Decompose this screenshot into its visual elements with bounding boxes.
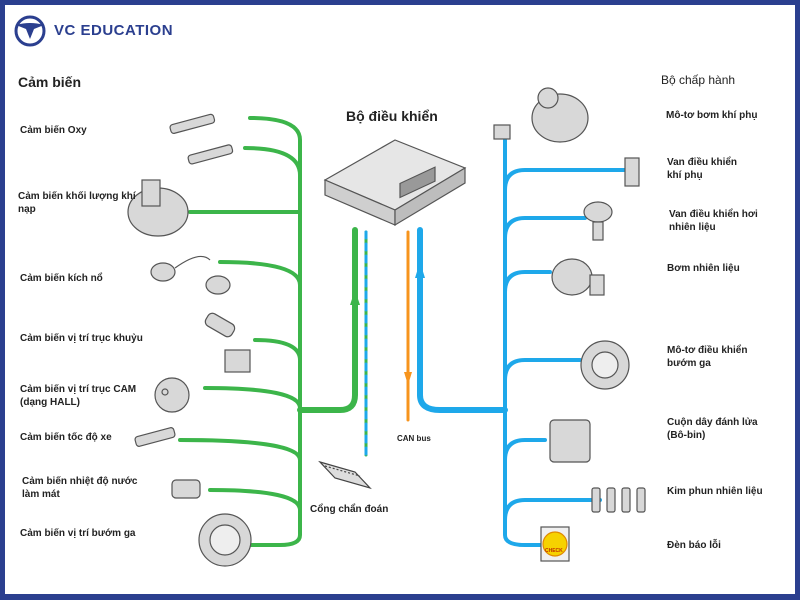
sensor-label: Cảm biến khối lượng khí nạp bbox=[18, 191, 136, 215]
ecu-icon bbox=[323, 139, 467, 227]
check-lamp-text: CHECK bbox=[545, 548, 563, 554]
sensor-label: Cảm biến Oxy bbox=[20, 125, 87, 136]
camshaft-sensor-icon bbox=[154, 377, 190, 413]
relay-icon bbox=[493, 124, 511, 140]
actuator-label: Van điều khiển hơi nhiên liệu bbox=[669, 209, 758, 233]
crankshaft-sensor-icon bbox=[204, 312, 251, 373]
sensor-label: Cảm biến vị trí trục CAM (dạng HALL) bbox=[20, 384, 137, 408]
mass-airflow-sensor-icon bbox=[127, 179, 189, 237]
ignition-coil-icon bbox=[549, 419, 591, 463]
actuator-label: Kim phun nhiên liệu bbox=[667, 486, 763, 497]
vehicle-speed-sensor-icon bbox=[134, 427, 176, 447]
oxygen-sensor-icon bbox=[169, 113, 234, 165]
knock-sensor-icon bbox=[150, 255, 231, 295]
sensor-label: Cảm biến vị trí trục khuỷu bbox=[20, 333, 143, 344]
evap-purge-valve-icon bbox=[583, 201, 613, 241]
brand-name: VC EDUCATION bbox=[54, 21, 174, 39]
actuators-title: Bộ chấp hành bbox=[661, 73, 736, 87]
sensors-title: Cảm biến bbox=[18, 74, 82, 90]
sensor-label: Cảm biến nhiệt độ nước làm mát bbox=[22, 476, 138, 500]
coolant-temperature-sensor-icon bbox=[171, 479, 201, 499]
diagnostic-port-icon bbox=[318, 460, 372, 490]
sensor-bus-lines bbox=[178, 116, 358, 547]
actuator-label: Mô-tơ bơm khí phụ bbox=[666, 110, 758, 121]
fuel-pump-icon bbox=[551, 258, 605, 296]
controller-title: Bộ điều khiển bbox=[346, 108, 438, 124]
fuel-injector-icon bbox=[591, 487, 646, 513]
can-bus-label: CAN bus bbox=[397, 434, 431, 443]
vc-education-logo-icon bbox=[14, 15, 46, 47]
diagnostic-port-label: Cổng chẩn đoán bbox=[310, 504, 389, 515]
check-engine-lamp-icon bbox=[540, 526, 570, 562]
actuator-label: Van điều khiển khí phụ bbox=[667, 157, 738, 181]
actuator-bus-lines bbox=[417, 138, 627, 547]
throttle-position-sensor-icon bbox=[198, 513, 252, 567]
sensor-label: Cảm biến vị trí bướm ga bbox=[20, 528, 136, 539]
sensor-label: Cảm biến kích nổ bbox=[20, 273, 103, 284]
secondary-air-valve-icon bbox=[624, 157, 640, 187]
actuator-label: Mô-tơ điều khiển bướm ga bbox=[667, 345, 748, 369]
actuator-label: Bơm nhiên liệu bbox=[667, 263, 740, 274]
secondary-air-pump-icon bbox=[531, 87, 589, 143]
throttle-motor-icon bbox=[580, 340, 630, 390]
actuator-label: Cuộn dây đánh lửa (Bô-bin) bbox=[667, 417, 758, 441]
sensor-label: Cảm biến tốc độ xe bbox=[20, 432, 112, 443]
actuator-label: Đèn báo lỗi bbox=[667, 540, 721, 551]
brand-logo: VC EDUCATION bbox=[12, 13, 173, 47]
